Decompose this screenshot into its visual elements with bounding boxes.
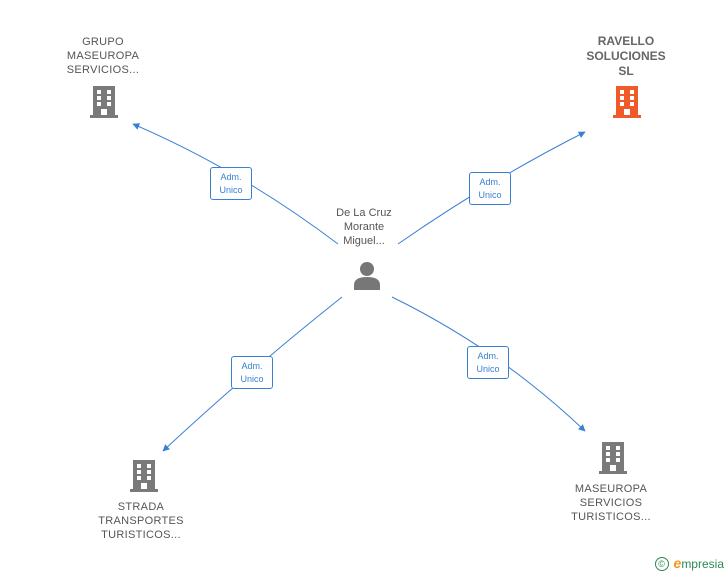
edge-label-grupo-maseuropa[interactable]: Adm. Unico: [210, 167, 252, 200]
company-label-line: MASEUROPA: [574, 483, 648, 495]
edge-label-line: Adm.: [220, 172, 242, 182]
company-label-ravello[interactable]: RAVELLO SOLUCIONES SL: [566, 34, 686, 79]
building-icon[interactable]: [128, 458, 160, 493]
edge-label-line: Unico: [476, 364, 500, 374]
brand-logo: © empresia: [654, 555, 724, 571]
center-person-label[interactable]: De La Cruz Morante Miguel...: [304, 206, 424, 248]
company-label-line: TURISTICOS...: [571, 511, 651, 523]
company-label-line: RAVELLO: [597, 34, 655, 48]
company-label-line: SERVICIOS: [579, 497, 643, 509]
edge-label-line: Unico: [240, 374, 264, 384]
company-label-line: TURISTICOS...: [101, 529, 181, 541]
company-label-line: MASEUROPA: [66, 50, 140, 62]
center-label-line: Miguel...: [343, 235, 385, 247]
building-icon[interactable]: [597, 440, 629, 475]
brand-name: mpresia: [681, 557, 724, 571]
center-label-line: De La Cruz: [336, 207, 392, 219]
company-label-strada[interactable]: STRADA TRANSPORTES TURISTICOS...: [81, 500, 201, 542]
building-icon[interactable]: [88, 84, 120, 119]
company-label-line: SOLUCIONES: [586, 49, 666, 63]
brand-initial: e: [673, 555, 682, 571]
edge-label-line: Unico: [219, 185, 243, 195]
edge-label-line: Adm.: [241, 361, 263, 371]
company-label-line: STRADA: [117, 501, 165, 513]
copyright-icon: ©: [654, 557, 669, 571]
company-label-line: GRUPO: [82, 36, 124, 48]
company-label-maseuropa[interactable]: MASEUROPA SERVICIOS TURISTICOS...: [551, 482, 671, 524]
edge-label-ravello[interactable]: Adm. Unico: [469, 172, 511, 205]
edge-label-line: Adm.: [477, 351, 499, 361]
center-label-line: Morante: [343, 221, 385, 233]
company-label-line: TRANSPORTES: [98, 515, 184, 527]
person-icon[interactable]: [352, 260, 382, 290]
building-icon[interactable]: [611, 84, 643, 119]
company-label-grupo-maseuropa[interactable]: GRUPO MASEUROPA SERVICIOS...: [43, 35, 163, 77]
edge-label-line: Adm.: [479, 177, 501, 187]
edge-label-line: Unico: [478, 190, 502, 200]
edge-label-strada[interactable]: Adm. Unico: [231, 356, 273, 389]
company-label-line: SL: [618, 64, 634, 78]
edge-label-maseuropa[interactable]: Adm. Unico: [467, 346, 509, 379]
company-label-line: SERVICIOS...: [66, 64, 140, 76]
